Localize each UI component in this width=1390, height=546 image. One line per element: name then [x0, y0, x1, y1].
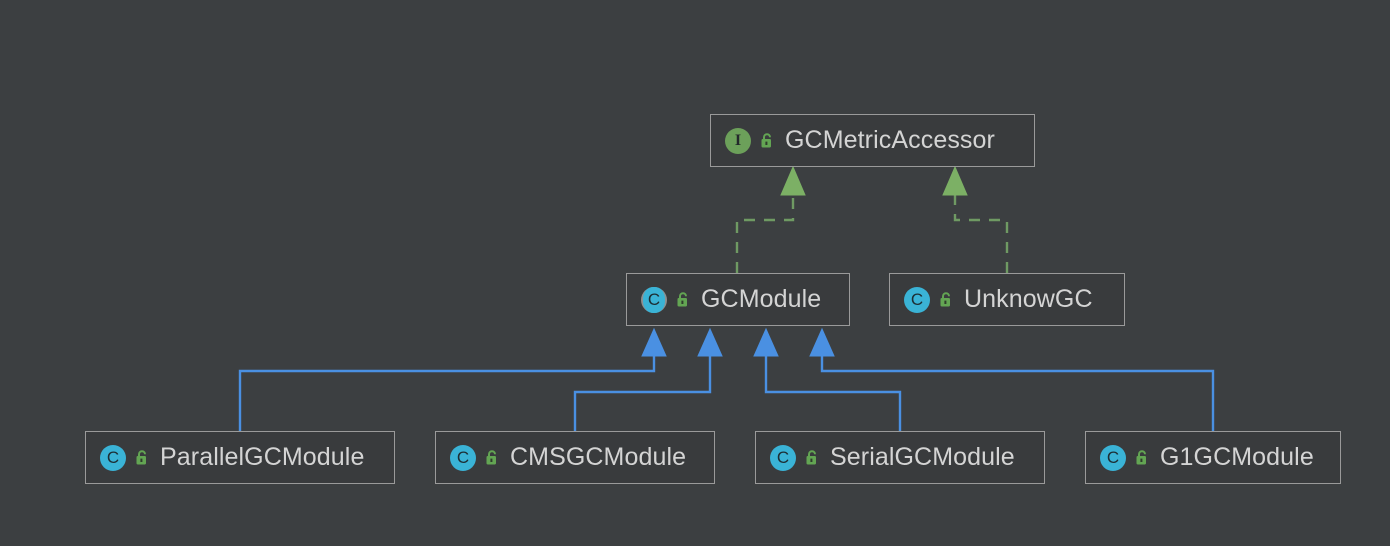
class-icon: C	[450, 444, 476, 471]
abstract-class-icon-glyph: C	[647, 290, 661, 309]
class-icon: C	[904, 286, 930, 313]
interface-icon-glyph: I	[734, 131, 742, 149]
uml-node-unknowgc[interactable]: C UnknowGC	[889, 273, 1125, 326]
class-icon: C	[100, 444, 126, 471]
uml-node-label: SerialGCModule	[830, 443, 1015, 471]
edge-gcmodule-to-gcmetricaccessor[interactable]	[735, 165, 806, 273]
inheritance-arrowhead	[809, 327, 835, 357]
uml-node-label: GCModule	[701, 285, 822, 313]
inheritance-arrowhead	[641, 327, 667, 357]
uml-node-serialgcmodule[interactable]: C SerialGCModule	[755, 431, 1045, 484]
unlock-icon	[484, 449, 500, 467]
unlock-icon	[134, 449, 150, 467]
realization-arrowhead	[780, 165, 806, 196]
uml-node-label: CMSGCModule	[510, 443, 687, 471]
inheritance-arrowhead	[697, 327, 723, 357]
unlock-icon	[938, 291, 954, 309]
class-icon-glyph: C	[776, 448, 790, 467]
edge-g1gcmodule-to-gcmodule[interactable]	[809, 327, 1215, 431]
class-icon: C	[770, 444, 796, 471]
uml-node-label: G1GCModule	[1160, 443, 1314, 471]
uml-node-gcmetricaccessor[interactable]: I GCMetricAccessor	[710, 114, 1035, 167]
uml-node-label: ParallelGCModule	[160, 443, 365, 471]
class-icon-glyph: C	[456, 448, 470, 467]
unlock-icon	[804, 449, 820, 467]
unlock-icon	[759, 132, 775, 150]
class-icon-glyph: C	[1106, 448, 1120, 467]
class-icon-glyph: C	[910, 290, 924, 309]
edge-unknowgc-to-gcmetricaccessor[interactable]	[942, 165, 1009, 273]
uml-node-g1gcmodule[interactable]: C G1GCModule	[1085, 431, 1341, 484]
class-icon: C	[1100, 444, 1126, 471]
abstract-class-icon: C	[641, 286, 667, 313]
class-icon-glyph: C	[106, 448, 120, 467]
uml-node-cmsgcmodule[interactable]: C CMSGCModule	[435, 431, 715, 484]
edge-parallelgcmodule-to-gcmodule[interactable]	[238, 327, 667, 431]
unlock-icon	[1134, 449, 1150, 467]
edge-serialgcmodule-to-gcmodule[interactable]	[753, 327, 902, 431]
interface-icon: I	[725, 127, 751, 154]
unlock-icon	[675, 291, 691, 309]
realization-arrowhead	[942, 165, 968, 196]
inheritance-arrowhead	[753, 327, 779, 357]
uml-node-gcmodule[interactable]: C GCModule	[626, 273, 850, 326]
uml-node-label: UnknowGC	[964, 285, 1093, 313]
edge-cmsgcmodule-to-gcmodule[interactable]	[573, 327, 723, 431]
uml-node-label: GCMetricAccessor	[785, 126, 995, 154]
uml-node-parallelgcmodule[interactable]: C ParallelGCModule	[85, 431, 395, 484]
